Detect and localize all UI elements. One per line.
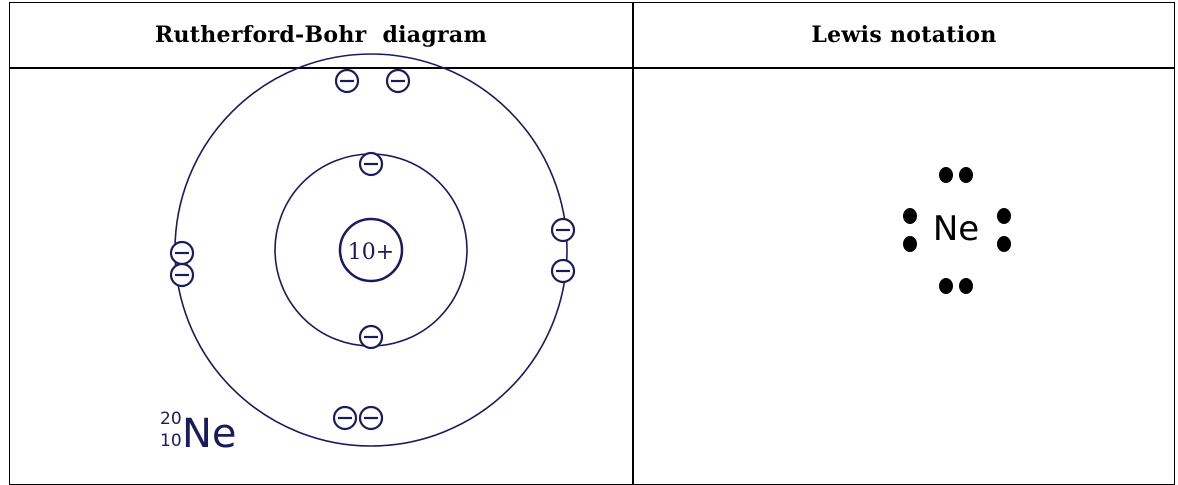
lewis-symbol: Ne <box>933 209 979 249</box>
isotope-symbol: Ne <box>182 411 237 457</box>
nucleus <box>338 217 404 283</box>
valence-dot <box>939 278 953 294</box>
valence-dot <box>939 167 953 183</box>
bohr-diagram: 10+ 20 10 Ne <box>160 53 576 457</box>
lewis-diagram: Ne <box>903 167 1011 294</box>
electron <box>550 217 576 243</box>
electron <box>550 258 576 284</box>
valence-dot <box>997 208 1011 224</box>
valence-dot <box>903 236 917 252</box>
electron <box>385 68 411 94</box>
valence-dot <box>959 167 973 183</box>
column-divider <box>632 3 634 484</box>
valence-dot <box>959 278 973 294</box>
electron <box>332 405 358 431</box>
comparison-table: Rutherford-Bohr diagram Lewis notation <box>9 2 1175 485</box>
electron <box>358 405 384 431</box>
atomic-number: 10 <box>160 431 182 451</box>
mass-number: 20 <box>160 409 182 429</box>
header-bohr-diagram: Rutherford-Bohr diagram <box>154 22 488 48</box>
electron <box>169 262 195 288</box>
header-lewis-notation: Lewis notation <box>811 22 997 48</box>
header-divider <box>10 67 1174 69</box>
valence-dot <box>903 208 917 224</box>
valence-dot <box>997 236 1011 252</box>
nucleus-charge: 10+ <box>348 240 394 265</box>
electron <box>358 324 384 350</box>
electron <box>358 151 384 177</box>
electron <box>334 68 360 94</box>
electron <box>169 240 195 266</box>
